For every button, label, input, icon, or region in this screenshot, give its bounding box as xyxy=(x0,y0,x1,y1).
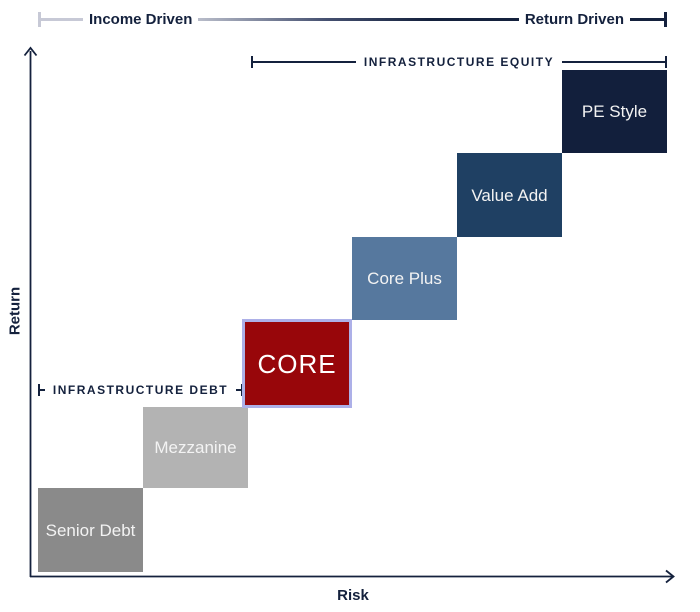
spectrum-left-segment xyxy=(41,17,83,21)
box-value-add: Value Add xyxy=(457,153,562,237)
box-senior-debt: Senior Debt xyxy=(38,488,143,572)
box-label: Value Add xyxy=(471,185,548,205)
box-core-plus: Core Plus xyxy=(352,237,457,320)
y-axis-label: Return xyxy=(6,286,24,336)
bracket-right-tick xyxy=(665,56,668,68)
box-mezzanine: Mezzanine xyxy=(143,407,248,488)
bracket-line xyxy=(253,61,356,63)
box-label: Mezzanine xyxy=(154,438,237,457)
bracket-line xyxy=(562,61,666,63)
bracket-line xyxy=(40,389,45,391)
spectrum-right-segment xyxy=(630,17,664,21)
return-driven-label: Return Driven xyxy=(524,10,624,28)
bracket-left-tick xyxy=(251,56,253,68)
box-label: Senior Debt xyxy=(45,520,136,540)
box-label: Core Plus xyxy=(367,269,442,288)
infrastructure-equity-bracket: INFRASTRUCTURE EQUITY xyxy=(251,54,668,70)
x-axis-arrow-icon xyxy=(665,569,675,584)
infrastructure-debt-label: INFRASTRUCTURE DEBT xyxy=(52,383,229,397)
bracket-left-tick xyxy=(38,384,40,396)
box-core: CORE xyxy=(242,319,352,408)
box-label: PE Style xyxy=(581,102,648,121)
infrastructure-equity-label: INFRASTRUCTURE EQUITY xyxy=(363,55,555,69)
bracket-line xyxy=(236,389,242,391)
income-return-spectrum: Income Driven Return Driven xyxy=(38,8,667,30)
spectrum-left-tick xyxy=(38,11,41,27)
x-axis-label: Risk xyxy=(337,587,369,604)
spectrum-gradient-segment xyxy=(198,17,519,21)
income-driven-label: Income Driven xyxy=(89,10,193,28)
box-label: CORE xyxy=(257,348,337,379)
y-axis-arrow-icon xyxy=(23,46,38,57)
box-pe-style: PE Style xyxy=(562,70,667,153)
spectrum-right-tick xyxy=(664,11,667,27)
infrastructure-debt-bracket: INFRASTRUCTURE DEBT xyxy=(38,382,244,398)
